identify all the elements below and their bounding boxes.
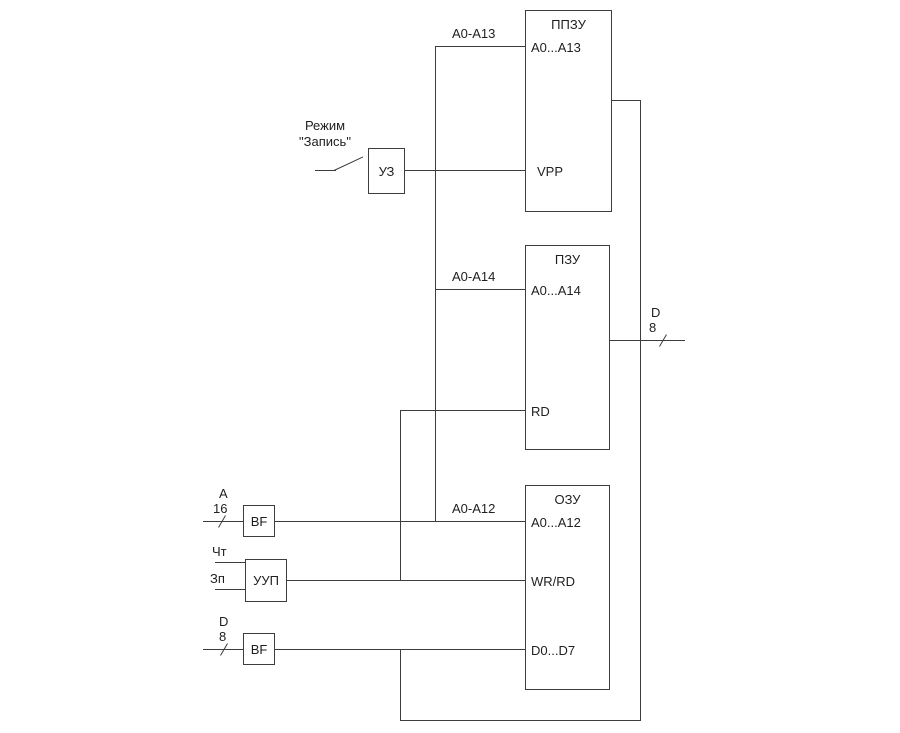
label-read: Чт [212, 544, 227, 559]
switch-blade-icon [333, 156, 364, 171]
label-bus-a13: A0-A13 [452, 26, 496, 41]
ram-pin-addr: A0...A12 [531, 515, 581, 530]
ram-pin-wrrd: WR/RD [531, 574, 576, 589]
ram-block: ОЗУ A0...A12 WR/RD D0...D7 [525, 485, 610, 690]
wire-read-stub [215, 562, 245, 563]
rom-pin-addr: A0...A14 [531, 283, 581, 298]
addr-buffer-label: BF [250, 513, 268, 529]
ram-pin-data: D0...D7 [531, 643, 576, 658]
label-data-in-name: D [219, 614, 229, 629]
label-data-in-width: 8 [219, 629, 227, 644]
wire-addr-vbus [435, 46, 436, 522]
wire-data-link [400, 649, 401, 721]
pprom-pin-addr: A0...A13 [531, 40, 581, 55]
wire-switch-lead [315, 170, 336, 171]
wire-ctrl [287, 580, 525, 581]
addr-buffer-block: BF [243, 505, 275, 537]
pprom-title: ППЗУ [551, 17, 586, 32]
label-addr-in-width: 16 [213, 501, 228, 516]
wire-rd-link [400, 410, 401, 581]
wire-a14-bus [435, 289, 525, 290]
pprom-block: ППЗУ A0...A13 VPP [525, 10, 612, 212]
label-write: Зп [210, 571, 225, 586]
data-buffer-label: BF [250, 641, 268, 657]
wire-rd [400, 410, 525, 411]
ctrl-unit-block: УУП [245, 559, 287, 602]
write-unit-block: УЗ [368, 148, 405, 194]
label-data-out-name: D [651, 305, 661, 320]
label-mode-line1: Режим [304, 118, 346, 133]
wire-write-stub [215, 589, 245, 590]
wire-rom-out [610, 340, 685, 341]
rom-title: ПЗУ [554, 252, 581, 267]
label-addr-in-name: A [219, 486, 228, 501]
wire-a13-bus [435, 46, 525, 47]
wire-uz-to-vpp [405, 170, 525, 171]
ctrl-unit-label: УУП [253, 573, 279, 588]
label-bus-a14: A0-A14 [452, 269, 496, 284]
write-unit-label: УЗ [378, 163, 395, 179]
wire-bottom-bus [400, 720, 641, 721]
ram-title: ОЗУ [554, 492, 581, 507]
pprom-pin-vpp: VPP [537, 164, 564, 179]
wire-addr-input [203, 521, 243, 522]
data-buffer-block: BF [243, 633, 275, 665]
rom-pin-rd: RD [531, 404, 550, 419]
rom-block: ПЗУ A0...A14 RD [525, 245, 610, 450]
wire-pprom-out [612, 100, 640, 101]
wire-right-vbus [640, 100, 641, 721]
label-mode-line2: "Запись" [299, 134, 351, 149]
label-bus-a12: A0-A12 [452, 501, 496, 516]
label-data-out-width: 8 [649, 320, 657, 335]
